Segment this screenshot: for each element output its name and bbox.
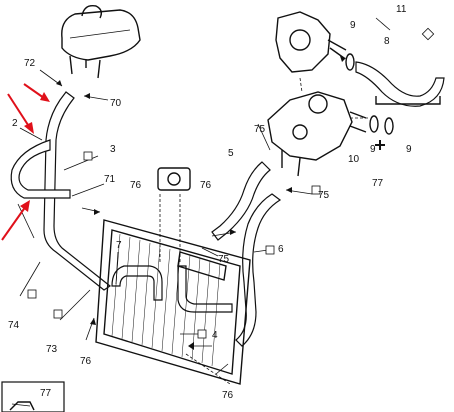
inset-detail-77: 77 bbox=[1, 381, 65, 412]
callout-77: 77 bbox=[372, 178, 384, 189]
thermostat-housing-lower bbox=[267, 91, 367, 177]
oil-cooler bbox=[157, 167, 191, 191]
callout-76a: 76 bbox=[130, 180, 142, 191]
radiator bbox=[95, 219, 251, 385]
o-ring-set bbox=[345, 53, 394, 135]
hose-8 bbox=[355, 61, 445, 107]
callout-10: 10 bbox=[348, 154, 360, 165]
hose-2-branch bbox=[10, 139, 71, 199]
callout-76d: 76 bbox=[222, 390, 234, 401]
hose-8-bracket bbox=[375, 96, 441, 105]
leader-lines bbox=[17, 17, 391, 375]
callout-9b: 9 bbox=[370, 144, 376, 155]
callout-71: 71 bbox=[104, 174, 116, 185]
callout-75c: 75 bbox=[218, 254, 230, 265]
guide-lines bbox=[159, 77, 370, 385]
callout-11: 11 bbox=[396, 4, 407, 15]
callout-8: 8 bbox=[384, 36, 390, 47]
callout-74: 74 bbox=[8, 320, 20, 331]
callout-9a: 9 bbox=[350, 20, 356, 31]
inset-callout-77: 77 bbox=[40, 388, 52, 399]
thermostat-housing-upper bbox=[275, 11, 347, 73]
callout-76b: 76 bbox=[200, 180, 212, 191]
callout-7: 7 bbox=[116, 240, 122, 251]
callout-5: 5 bbox=[228, 148, 234, 159]
callout-4: 4 bbox=[212, 330, 218, 341]
reference-symbols bbox=[27, 27, 435, 339]
expansion-tank bbox=[61, 5, 141, 79]
callout-6: 6 bbox=[278, 244, 284, 255]
callout-70: 70 bbox=[110, 98, 122, 109]
callout-73: 73 bbox=[46, 344, 58, 355]
hose-6 bbox=[235, 193, 282, 347]
callout-75a: 75 bbox=[254, 124, 266, 135]
callout-76c: 76 bbox=[80, 356, 92, 367]
red-highlight-arrows bbox=[1, 83, 50, 241]
callout-3: 3 bbox=[110, 144, 116, 155]
hose-7 bbox=[111, 265, 163, 301]
hose-5 bbox=[211, 161, 271, 241]
callout-75b: 75 bbox=[318, 190, 330, 201]
callout-72: 72 bbox=[24, 58, 36, 69]
hose-7-lower bbox=[177, 265, 233, 313]
callout-9c: 9 bbox=[406, 144, 412, 155]
callout-labels: 72 70 2 3 71 76 76 7 74 73 76 9 11 8 75 … bbox=[8, 4, 412, 401]
callout-2: 2 bbox=[12, 118, 18, 129]
